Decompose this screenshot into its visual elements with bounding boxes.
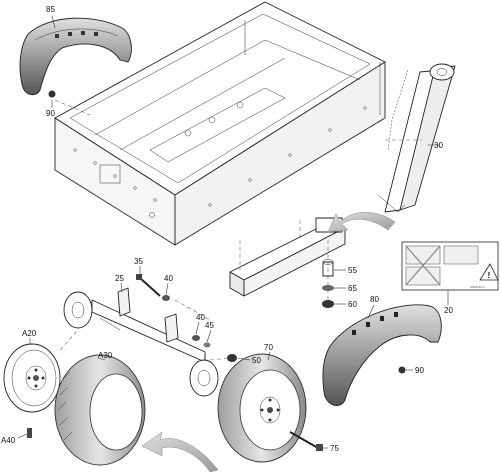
label-a40: A40 bbox=[1, 436, 16, 445]
label-90-top: 90 bbox=[46, 109, 55, 118]
label-35: 35 bbox=[134, 257, 143, 266]
label-a30: A30 bbox=[98, 351, 113, 360]
label-40-top: 40 bbox=[164, 274, 173, 283]
label-50: 50 bbox=[252, 356, 261, 365]
assembly-arrow-left bbox=[141, 431, 219, 473]
label-25: 25 bbox=[115, 274, 124, 283]
warning-sticker: ! GB08-40-C bbox=[401, 241, 499, 291]
label-75: 75 bbox=[330, 444, 339, 453]
label-90-bottom: 90 bbox=[415, 366, 424, 375]
assembly-arrow-right bbox=[327, 212, 396, 233]
label-65: 65 bbox=[348, 284, 357, 293]
leader-lines bbox=[17, 15, 449, 449]
label-a20: A20 bbox=[22, 329, 37, 338]
axle-assembly bbox=[63, 287, 219, 397]
assembly-lines bbox=[54, 99, 422, 361]
label-30: 30 bbox=[434, 141, 443, 150]
label-80: 80 bbox=[370, 295, 379, 304]
sticker-code: GB08-40-C bbox=[470, 285, 486, 289]
label-40-mid: 40 bbox=[196, 313, 205, 322]
label-45: 45 bbox=[205, 321, 214, 330]
valve-stem bbox=[27, 428, 32, 438]
nut-60 bbox=[322, 300, 334, 308]
label-20: 20 bbox=[444, 306, 453, 315]
tyre-left bbox=[54, 354, 146, 466]
wheel-rim bbox=[3, 343, 61, 413]
wheel-right bbox=[217, 353, 307, 463]
label-55: 55 bbox=[348, 266, 357, 275]
nut-40b bbox=[192, 335, 200, 341]
drawbar bbox=[377, 63, 456, 213]
fender-right bbox=[322, 304, 442, 406]
washer-65 bbox=[322, 285, 334, 291]
label-85: 85 bbox=[46, 5, 55, 14]
svg-text:!: ! bbox=[488, 271, 491, 280]
washer-45 bbox=[203, 342, 211, 348]
wheel-bolt-75 bbox=[289, 431, 323, 451]
bolt-35 bbox=[136, 274, 161, 297]
nut-40a bbox=[162, 295, 170, 301]
trailer-box bbox=[54, 1, 386, 246]
label-60: 60 bbox=[348, 300, 357, 309]
label-70: 70 bbox=[264, 343, 273, 352]
fender-left bbox=[19, 17, 132, 98]
